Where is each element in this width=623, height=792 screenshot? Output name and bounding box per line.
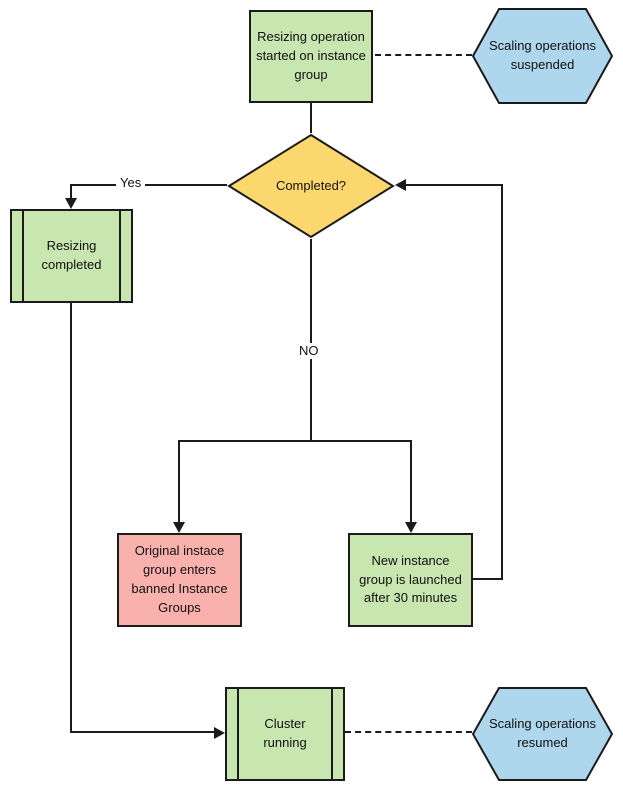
node-new-group-label: New instance group is launched after 30 … (359, 552, 462, 606)
node-cluster-running: Cluster running (225, 687, 345, 781)
node-banned-group: Original instace group enters banned Ins… (117, 533, 242, 627)
node-start: Resizing operation started on instance g… (249, 10, 373, 103)
subprocess-bar-left (22, 211, 24, 301)
node-resizing-completed-label: Resizing completed (41, 238, 102, 272)
connector-yes-vertical (70, 184, 72, 199)
arrowhead-into-cluster (214, 727, 225, 739)
node-start-label: Resizing operation started on instance g… (256, 29, 366, 82)
connector-loop-bottom (473, 578, 503, 580)
subprocess-bar-left (237, 689, 239, 779)
connector-dashed-cluster-to-resumed (345, 731, 472, 733)
connector-loop-vertical (501, 184, 503, 580)
connector-yes-horizontal (70, 184, 227, 186)
arrowhead-into-banned-group (173, 522, 185, 533)
node-cluster-running-label: Cluster running (263, 716, 307, 750)
connector-no-vertical (310, 239, 312, 441)
arrowhead-into-decision (395, 179, 406, 191)
node-banned-group-label: Original instace group enters banned Ins… (131, 543, 228, 615)
connector-branch-horizontal (178, 440, 412, 442)
connector-branch-left (178, 440, 180, 523)
connector-start-to-decision (310, 103, 312, 133)
subprocess-bar-right (119, 211, 121, 301)
edge-label-yes: Yes (116, 175, 146, 191)
edge-label-no: NO (295, 343, 323, 359)
subprocess-bar-right (331, 689, 333, 779)
connector-to-cluster (70, 731, 215, 733)
connector-branch-right (410, 440, 412, 523)
arrowhead-into-new-group (405, 522, 417, 533)
connector-dashed-start-to-suspended (375, 54, 472, 56)
hexagon-scaling-suspended-shape (472, 8, 613, 104)
node-new-group: New instance group is launched after 30 … (348, 533, 473, 627)
hexagon-scaling-resumed-shape (472, 687, 613, 781)
decision-diamond-shape (227, 133, 395, 239)
connector-resizing-down (70, 303, 72, 733)
arrowhead-into-resizing-completed (65, 198, 77, 209)
connector-loop-top (405, 184, 503, 186)
node-resizing-completed: Resizing completed (10, 209, 133, 303)
